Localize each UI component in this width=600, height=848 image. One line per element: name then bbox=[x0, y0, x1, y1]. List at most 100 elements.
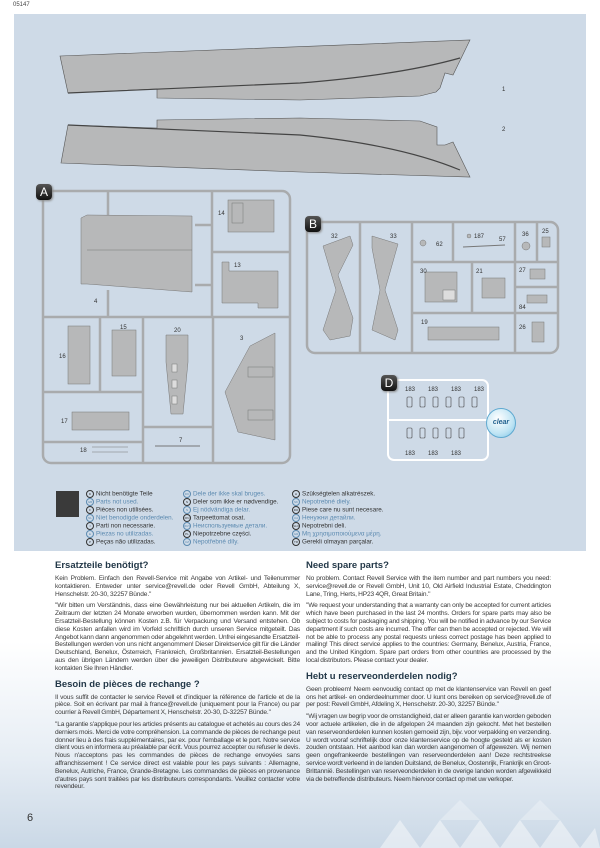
legend-text: Ненужни детайли. bbox=[302, 514, 356, 522]
sprue-b-badge: B bbox=[305, 216, 321, 232]
part-number-label: 17 bbox=[61, 419, 68, 425]
legend-text: Piezas no utilizadas. bbox=[96, 531, 154, 539]
service-en: Need spare parts? No problem. Contact Re… bbox=[306, 560, 551, 665]
warranty-paragraph-en: "We request your understanding that a wa… bbox=[306, 602, 551, 664]
language-code-icon: UA bbox=[292, 514, 300, 523]
sprue-b-labels: 32 33 62 187 57 36 25 30 21 27 84 19 26 bbox=[331, 229, 549, 331]
part-number-label: 18 bbox=[80, 448, 87, 454]
legend-text: Niepotrzebne części. bbox=[193, 531, 252, 539]
language-code-icon: NL bbox=[86, 514, 94, 523]
language-code-icon: N bbox=[183, 498, 191, 507]
contact-paragraph-nl: Geen probleem! Neem eenvoudig contact op… bbox=[306, 685, 551, 709]
part-number-label: 7 bbox=[179, 438, 183, 444]
part-number-label: 4 bbox=[94, 299, 98, 305]
legend-text: Deler som ikke er nødvendige. bbox=[193, 498, 279, 506]
heading-fr: Besoin de pièces de rechange ? bbox=[55, 678, 200, 690]
part-number-label: 27 bbox=[519, 268, 526, 274]
part-number-label: 183 bbox=[451, 451, 462, 457]
part-number-label: 183 bbox=[428, 451, 439, 457]
heading-de: Ersatzteile benötigt? bbox=[55, 560, 149, 571]
legend-text: Nepotřebné díly. bbox=[193, 539, 239, 547]
part-number-label: 183 bbox=[451, 387, 462, 393]
spare-parts-left-column: Ersatzteile benötigt? Kein Problem. Einf… bbox=[55, 560, 300, 797]
language-code-icon: FIN bbox=[183, 514, 191, 523]
decorative-triangle-pattern bbox=[380, 800, 600, 848]
hull-part-2: 2 bbox=[60, 117, 506, 178]
language-code-icon: I bbox=[86, 522, 94, 531]
language-code-icon: RO bbox=[292, 506, 300, 515]
warranty-paragraph-de: "Wir bitten um Verständnis, dass eine Ge… bbox=[55, 602, 300, 672]
clear-parts-badge: clear bbox=[486, 408, 516, 438]
language-code-icon: D bbox=[86, 490, 94, 498]
legend-text: Parts not used. bbox=[96, 498, 139, 506]
legend-text: Tarpeettomat osat. bbox=[193, 514, 246, 522]
service-de: Ersatzteile benötigt? Kein Problem. Einf… bbox=[55, 560, 300, 673]
warranty-paragraph-nl: "Wij vragen uw begrip voor de omstandigh… bbox=[306, 713, 551, 783]
hull-part-1: 1 bbox=[59, 39, 506, 101]
legend-text: Ej nödvändiga delar. bbox=[193, 506, 251, 514]
part-number-label: 183 bbox=[428, 387, 439, 393]
warranty-paragraph-fr: "La garantie s'applique pour les article… bbox=[55, 720, 300, 791]
contact-paragraph-fr: Il vous suffit de contacter le service R… bbox=[55, 693, 300, 717]
sprue-b bbox=[305, 220, 560, 355]
language-code-icon: DK bbox=[183, 490, 191, 498]
sprue-d-parts bbox=[406, 396, 478, 439]
legend-text: Pièces non utilisées. bbox=[96, 506, 154, 514]
heading-en: Need spare parts? bbox=[306, 560, 389, 571]
part-number-label: 14 bbox=[218, 211, 225, 217]
part-number-label: 3 bbox=[240, 336, 244, 342]
part-number-label: 30 bbox=[420, 269, 427, 275]
sprue-d-labels: 183 183 183 183 183 183 183 bbox=[405, 387, 485, 457]
legend-text: Dele der ikke skal bruges. bbox=[193, 490, 266, 498]
part-number-label: 15 bbox=[120, 325, 127, 331]
language-code-icon: PL bbox=[183, 530, 191, 539]
legend-text: Nepotrebni deli. bbox=[302, 522, 347, 530]
spare-parts-section bbox=[0, 553, 600, 848]
part-number-label: 36 bbox=[522, 232, 529, 238]
language-code-icon: GB bbox=[86, 498, 94, 507]
part-number-label: 20 bbox=[174, 328, 181, 334]
language-code-icon: CZ bbox=[183, 538, 191, 547]
language-code-icon: S bbox=[183, 506, 191, 515]
part-number-label: 21 bbox=[476, 269, 483, 275]
legend-text: Piese care nu sunt necesare. bbox=[302, 506, 384, 514]
part-number-label: 2 bbox=[502, 127, 506, 133]
service-fr: Besoin de pièces de rechange ? Il vous s… bbox=[55, 679, 300, 792]
legend-text: Niet benodigde onderdelen. bbox=[96, 514, 174, 522]
service-nl: Hebt u reserveonderdelen nodig? Geen pro… bbox=[306, 671, 551, 784]
spare-parts-right-column: Need spare parts? No problem. Contact Re… bbox=[306, 560, 551, 789]
part-number-label: 183 bbox=[405, 451, 416, 457]
language-code-icon: P bbox=[86, 538, 94, 547]
page-number: 6 bbox=[27, 812, 34, 824]
sprue-b-parts bbox=[322, 233, 551, 343]
language-code-icon: TR bbox=[292, 538, 300, 547]
legend-text: Szükségtelen alkatrészek. bbox=[302, 490, 376, 498]
legend-text: Gerekli olmayan parçalar. bbox=[302, 539, 374, 547]
part-number-label: 1 bbox=[502, 87, 506, 93]
part-number-label: 25 bbox=[542, 229, 549, 235]
part-number-label: 62 bbox=[436, 242, 443, 248]
part-number-label: 26 bbox=[519, 325, 526, 331]
sprue-a-parts bbox=[67, 199, 279, 453]
language-code-icon: GR bbox=[292, 530, 300, 539]
part-number-label: 183 bbox=[474, 387, 485, 393]
